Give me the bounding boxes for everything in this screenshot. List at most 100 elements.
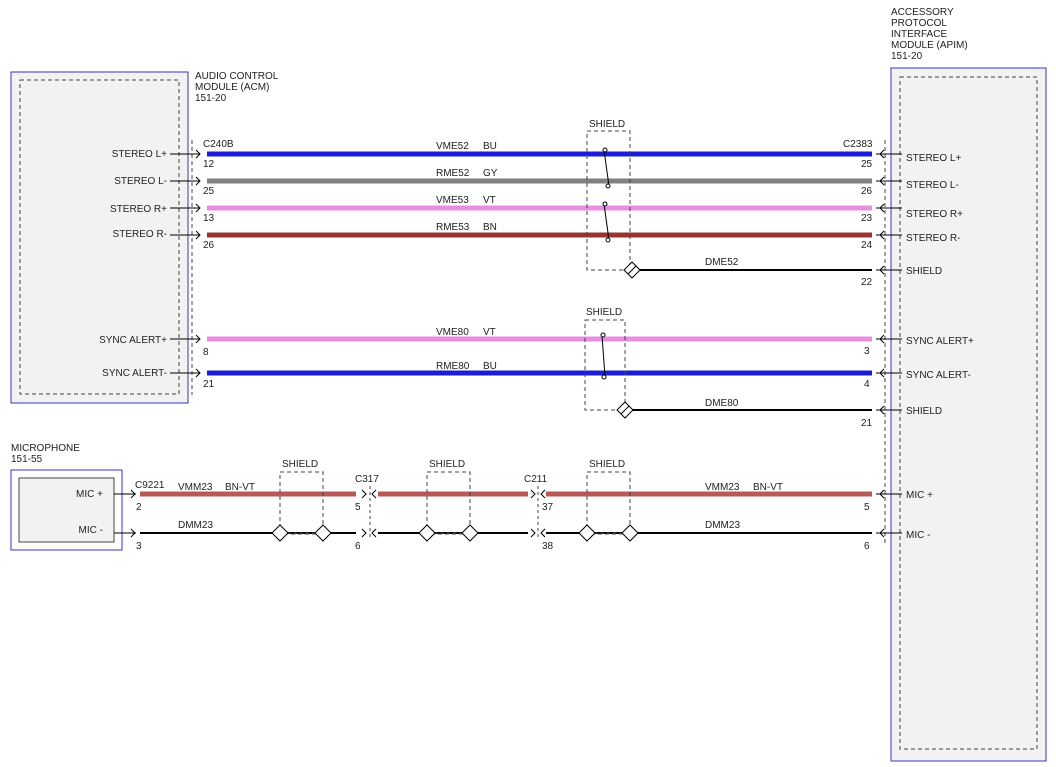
twist-marks-1 [602,147,611,243]
circuit-vme53: VME53 [436,195,469,206]
circuit-dmm23-left: DMM23 [178,520,213,531]
pin-right-rme52: 26 [861,186,873,197]
acm-pin-stereo-rm: STEREO R- [113,229,167,240]
pin-vmm23-apim: 5 [864,502,870,513]
circuit-rme80: RME80 [436,361,470,372]
stereo-wires: VME52 BU RME52 GY VME53 VT RME53 BN DME5… [203,119,873,288]
acm-box [10,71,189,404]
color-vmm23-left: BN-VT [225,482,255,493]
shield-box-2 [584,319,626,411]
apim-pin-shield-1: SHIELD [906,266,942,277]
color-rme80: BU [483,361,497,372]
circuit-dme52: DME52 [705,257,739,268]
acm-title-line1: AUDIO CONTROL [195,71,279,82]
apim-pin-stereo-lp: STEREO L+ [906,153,961,164]
apim-box [890,67,1047,762]
pin-left-vme80: 8 [203,347,209,358]
apim-pin-shield-2: SHIELD [906,406,942,417]
mic-title-line1: MICROPHONE [11,443,80,454]
shield-box-5 [586,471,631,535]
shield-box-4 [426,471,471,535]
color-vme53: VT [483,195,496,206]
color-vme52: BU [483,141,497,152]
acm-pin-sync-alert-p: SYNC ALERT+ [99,335,167,346]
pin-dmm23-c211: 38 [542,541,554,552]
apim-pin-sync-alert-p: SYNC ALERT+ [906,336,974,347]
pin-vmm23-c317: 5 [355,502,361,513]
acm-pin-stereo-lp: STEREO L+ [112,149,167,160]
pin-right-dme80: 21 [861,418,873,429]
circuit-vme80: VME80 [436,327,469,338]
apim-pin-stereo-rp: STEREO R+ [906,209,963,220]
connector-c317: C317 [355,474,379,485]
shield-box-3 [279,471,324,535]
shield-box-1 [586,130,631,271]
connector-c2383: C2383 [843,139,873,150]
color-vme80: VT [483,327,496,338]
apim-pin-mic-p: MIC + [906,490,933,501]
pin-right-vme80: 3 [864,346,870,357]
connector-c240b: C240B [203,139,234,150]
mic-wires: VMM23 BN-VT VMM23 BN-VT DMM23 DMM23 2 5 … [136,459,872,552]
apim-pin-sync-alert-m: SYNC ALERT- [906,370,971,381]
acm-module: AUDIO CONTROL MODULE (ACM) 151-20 STEREO… [10,71,279,404]
apim-pin-stereo-rm: STEREO R- [906,233,960,244]
sync-alert-wires: VME80 VT RME80 BU DME80 8 21 3 4 21 SHIE… [203,307,873,429]
apim-title-line3: INTERFACE [891,29,947,40]
apim-title-line5: 151-20 [891,51,923,62]
pin-dmm23-c9221: 3 [136,541,142,552]
acm-pin-sync-alert-m: SYNC ALERT- [102,368,167,379]
pin-left-vme53: 13 [203,213,215,224]
acm-title-line2: MODULE (ACM) [195,82,269,93]
circuit-vme52: VME52 [436,141,469,152]
apim-title-line4: MODULE (APIM) [891,40,968,51]
pin-right-dme52: 22 [861,277,873,288]
color-rme52: GY [483,168,498,179]
shield-label-1: SHIELD [589,119,625,130]
mic-title-line2: 151-55 [11,454,43,465]
twist-marks-2 [600,332,607,380]
apim-module: ACCESSORY PROTOCOL INTERFACE MODULE (API… [876,7,1047,762]
acm-pin-stereo-rp: STEREO R+ [110,204,167,215]
mic-shield-drains [271,524,639,542]
mic-inner-box [18,477,115,543]
pin-left-rme80: 21 [203,379,215,390]
shield-label-5: SHIELD [589,459,625,470]
shield-label-3: SHIELD [282,459,318,470]
color-rme53: BN [483,222,497,233]
pin-left-rme52: 25 [203,186,215,197]
apim-pin-mic-m: MIC - [906,530,930,541]
inline-connectors [361,486,546,540]
mic-pin-plus: MIC + [76,489,103,500]
mic-pin-minus: MIC - [79,525,103,536]
circuit-vmm23-right: VMM23 [705,482,740,493]
connector-c9221: C9221 [135,480,165,491]
pin-dmm23-c317: 6 [355,541,361,552]
pin-vmm23-c211: 37 [542,502,554,513]
shield-label-2: SHIELD [586,307,622,318]
color-vmm23-right: BN-VT [753,482,783,493]
pin-right-rme53: 24 [861,240,873,251]
circuit-rme52: RME52 [436,168,470,179]
acm-pin-stereo-lm: STEREO L- [114,176,167,187]
shield-label-4: SHIELD [429,459,465,470]
circuit-dmm23-right: DMM23 [705,520,740,531]
pin-right-rme80: 4 [864,379,870,390]
apim-pin-stereo-lm: STEREO L- [906,180,959,191]
acm-inner-dash [19,79,180,395]
pin-left-vme52: 12 [203,159,215,170]
circuit-rme53: RME53 [436,222,470,233]
connector-c211: C211 [524,474,548,485]
pin-vmm23-c9221: 2 [136,502,142,513]
acm-title-line3: 151-20 [195,93,227,104]
circuit-dme80: DME80 [705,398,739,409]
pin-left-rme53: 26 [203,240,215,251]
apim-title-line1: ACCESSORY [891,7,954,18]
pin-right-vme52: 25 [861,159,873,170]
microphone-module: MICROPHONE 151-55 MIC + MIC - [10,443,136,551]
apim-title-line2: PROTOCOL [891,18,947,29]
apim-inner-dash [899,76,1038,750]
pin-dmm23-apim: 6 [864,541,870,552]
circuit-vmm23-left: VMM23 [178,482,213,493]
